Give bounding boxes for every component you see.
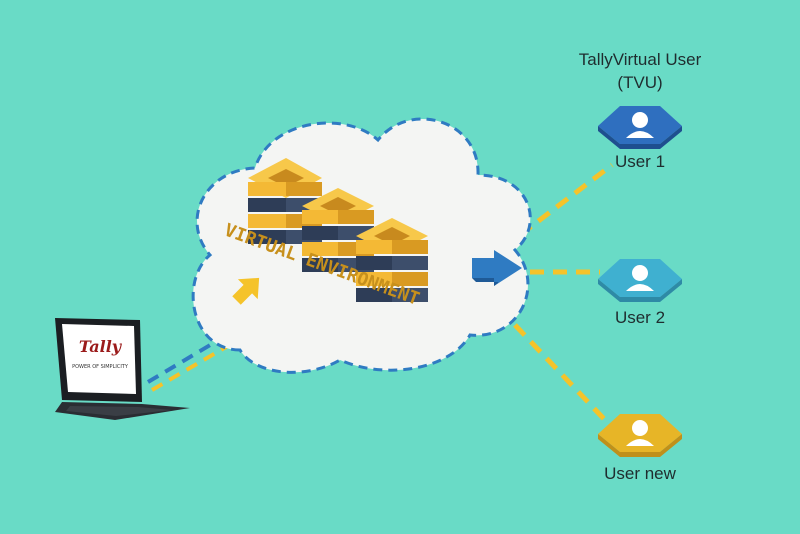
- laptop-icon: Tally POWER OF SIMPLICITY: [55, 318, 190, 420]
- user1-label: User 1: [614, 152, 666, 171]
- tvu-title: TallyVirtual User (TVU): [540, 48, 740, 94]
- user1-icon: [598, 106, 682, 149]
- upload-arrow-icon: [232, 277, 260, 305]
- laptop-brand: Tally: [79, 337, 123, 356]
- user-new-icon: [598, 414, 682, 457]
- connector-user1: [518, 163, 614, 237]
- server-stack-3: [356, 218, 428, 302]
- tvu-title-line2: (TVU): [617, 73, 663, 92]
- user-new-label: User new: [604, 464, 676, 483]
- user2-icon: [598, 259, 682, 302]
- user2-label: User 2: [614, 308, 666, 327]
- tvu-title-line1: TallyVirtual User: [578, 50, 702, 69]
- connector-lines: [513, 163, 614, 422]
- connector-user3: [513, 323, 607, 422]
- laptop-tagline: POWER OF SIMPLICITY: [72, 364, 129, 370]
- distribute-arrow-icon: [472, 250, 522, 286]
